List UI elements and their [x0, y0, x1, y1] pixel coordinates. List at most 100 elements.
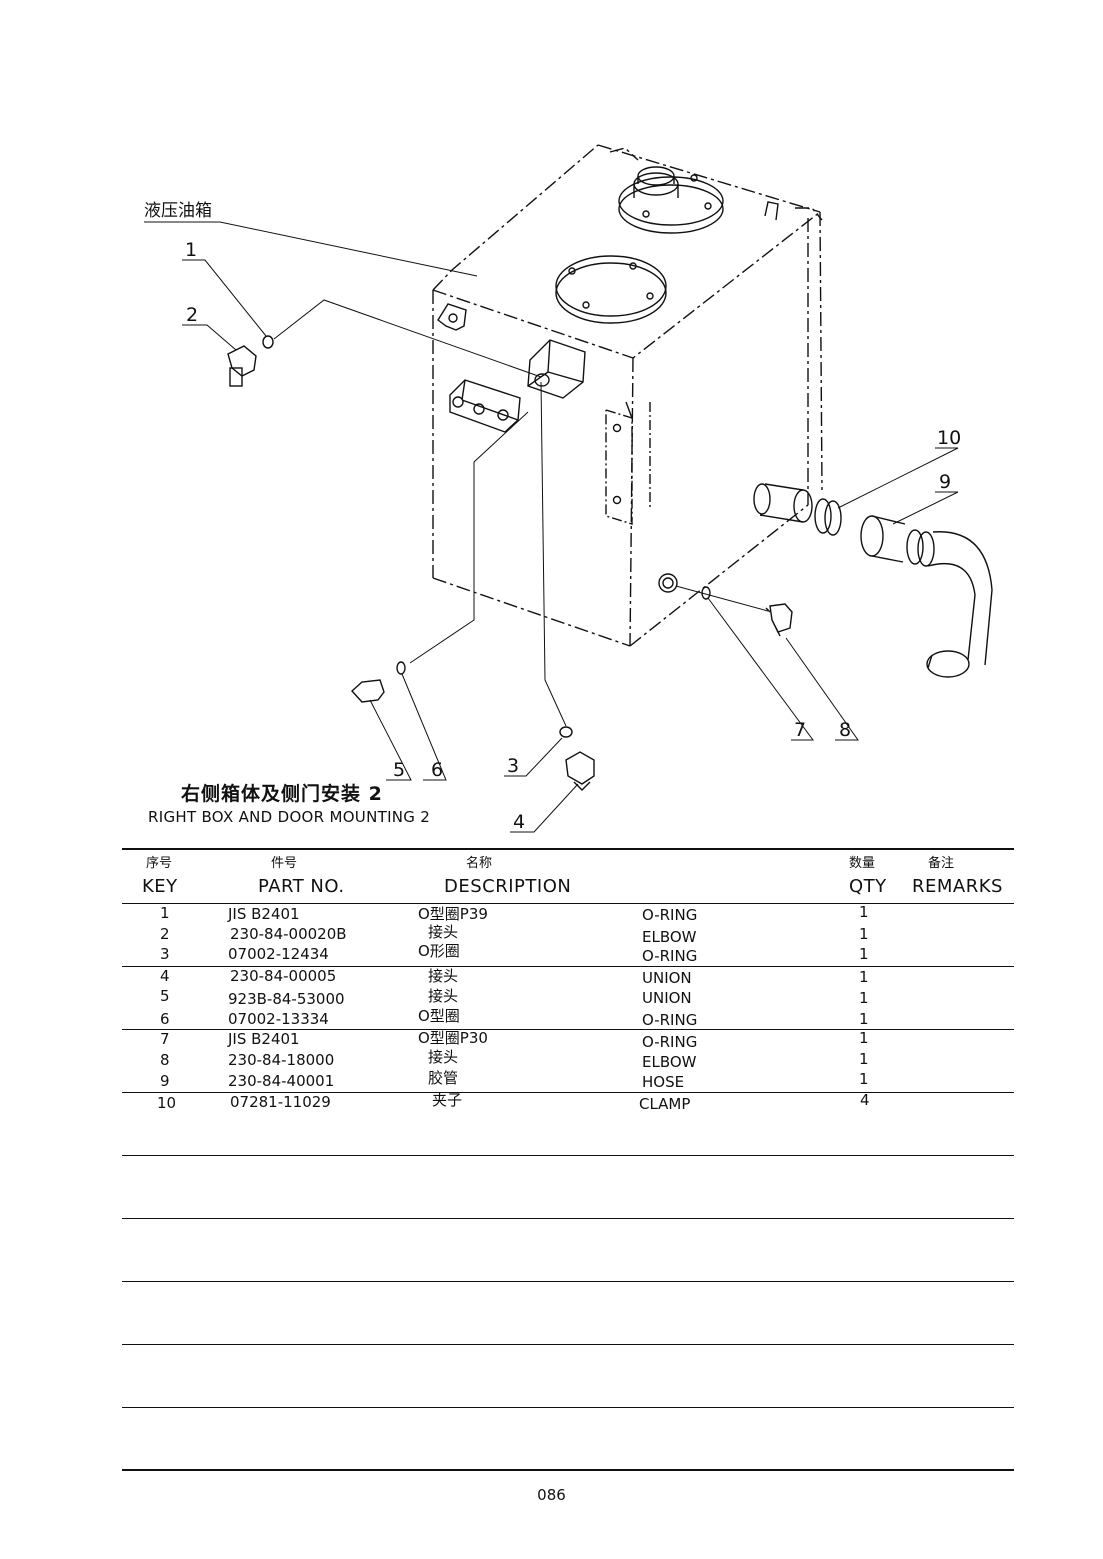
header-key-en: KEY	[142, 876, 178, 897]
port-block-lower	[449, 379, 521, 433]
row-part: 230-84-00005	[230, 967, 337, 985]
row-part: JIS B2401	[228, 905, 300, 923]
clamp-pair-upper	[814, 498, 842, 536]
row-key: 1	[160, 904, 170, 922]
row-key: 5	[160, 987, 170, 1005]
row-key: 7	[160, 1030, 170, 1048]
row-desc-cn: 接头	[428, 1048, 459, 1066]
header-rule	[122, 903, 1014, 904]
callout-7: 7	[794, 719, 806, 741]
inspection-cover	[555, 255, 667, 324]
row-qty: 1	[859, 1070, 869, 1088]
elbow-2	[227, 345, 257, 387]
row-part: 230-84-00020B	[230, 925, 347, 943]
side-bracket	[605, 401, 651, 525]
empty-row-rule	[122, 1155, 1014, 1156]
row-key: 2	[160, 925, 170, 943]
header-remarks-cn: 备注	[928, 856, 955, 871]
row-part: 07002-12434	[228, 945, 329, 963]
group-rule	[122, 966, 1014, 967]
header-qty-en: QTY	[849, 876, 887, 897]
row-desc-cn: O型圈P39	[418, 905, 488, 923]
row-qty: 1	[859, 1010, 869, 1028]
diagram-svg: 液压油箱 1 2 3 4 5 6 7 8 9 10	[144, 144, 993, 833]
hose-assembly	[860, 515, 993, 678]
row-qty: 4	[860, 1091, 870, 1109]
row-key: 8	[160, 1051, 170, 1069]
row-desc-en: O-RING	[642, 947, 698, 965]
header-qty-cn: 数量	[849, 856, 876, 871]
group-rule	[122, 1029, 1014, 1030]
section-title-cn: 右侧箱体及侧门安装 2	[181, 783, 383, 805]
row-key: 3	[160, 945, 170, 963]
row-key: 4	[160, 967, 170, 985]
row-qty: 1	[859, 1050, 869, 1068]
header-part-cn: 件号	[271, 856, 298, 871]
row-key: 9	[160, 1072, 170, 1090]
row-desc-cn: 接头	[428, 923, 459, 941]
row-qty: 1	[859, 925, 869, 943]
oring-6	[396, 661, 406, 675]
lug-right	[764, 201, 779, 221]
table-bottom-rule	[122, 1469, 1014, 1471]
row-desc-en: ELBOW	[642, 928, 697, 946]
callout-numbers: 1 2 3 4 5 6 7 8 9 10	[185, 239, 961, 833]
section-title-en: RIGHT BOX AND DOOR MOUNTING 2	[148, 808, 431, 826]
port-block-upper	[527, 339, 586, 399]
empty-row-rule	[122, 1344, 1014, 1345]
union-4	[565, 751, 595, 791]
empty-row-rule	[122, 1218, 1014, 1219]
row-desc-en: O-RING	[642, 1011, 698, 1029]
row-desc-cn: 胶管	[428, 1069, 459, 1087]
empty-row-rule	[122, 1407, 1014, 1408]
row-part: 230-84-40001	[228, 1072, 335, 1090]
callout-2: 2	[186, 304, 198, 326]
row-part: 07002-13334	[228, 1010, 329, 1028]
callout-10: 10	[937, 427, 961, 449]
tank-label: 液压油箱	[144, 201, 212, 221]
table-top-rule	[122, 848, 1014, 850]
row-qty: 1	[859, 903, 869, 921]
callout-4: 4	[513, 811, 525, 833]
callout-6: 6	[431, 759, 443, 781]
empty-row-rule	[122, 1281, 1014, 1282]
page-number: 086	[537, 1486, 566, 1504]
row-desc-en: ELBOW	[642, 1053, 697, 1071]
callout-3: 3	[507, 755, 519, 777]
row-desc-cn: 接头	[428, 967, 459, 985]
header-part-en: PART NO.	[258, 876, 345, 897]
row-qty: 1	[859, 989, 869, 1007]
row-desc-en: O-RING	[642, 1033, 698, 1051]
callout-1: 1	[185, 239, 197, 261]
callout-8: 8	[839, 719, 851, 741]
row-part: 230-84-18000	[228, 1051, 335, 1069]
row-desc-en: HOSE	[642, 1073, 685, 1091]
routing-lines	[273, 299, 769, 727]
header-key-cn: 序号	[146, 856, 173, 871]
row-desc-en: UNION	[642, 989, 692, 1007]
port-fitting-lower	[658, 573, 678, 593]
row-desc-en: O-RING	[642, 906, 698, 924]
oring-1	[262, 335, 274, 349]
row-key: 10	[157, 1094, 177, 1112]
oring-3	[559, 726, 573, 738]
filler-cap	[618, 166, 724, 234]
callout-9: 9	[939, 471, 951, 493]
parts-table: 序号 件号 名称 数量 备注 KEY PART NO. DESCRIPTION …	[122, 848, 1014, 1472]
row-desc-en: UNION	[642, 969, 692, 987]
row-part: 923B-84-53000	[228, 990, 345, 1008]
header-desc-cn: 名称	[466, 856, 493, 871]
header-remarks-en: REMARKS	[912, 876, 1003, 897]
union-5	[351, 679, 385, 703]
exploded-diagram: 液压油箱 1 2 3 4 5 6 7 8 9 10	[144, 144, 993, 833]
row-desc-cn: 接头	[428, 987, 459, 1005]
row-desc-cn: O型圈	[418, 1007, 460, 1025]
row-qty: 1	[859, 945, 869, 963]
header-desc-en: DESCRIPTION	[444, 876, 572, 897]
callout-leaders	[144, 221, 959, 833]
row-key: 6	[160, 1010, 170, 1028]
row-qty: 1	[859, 1029, 869, 1047]
row-desc-en: CLAMP	[639, 1095, 691, 1113]
group-rule	[122, 1092, 1014, 1093]
row-qty: 1	[859, 968, 869, 986]
